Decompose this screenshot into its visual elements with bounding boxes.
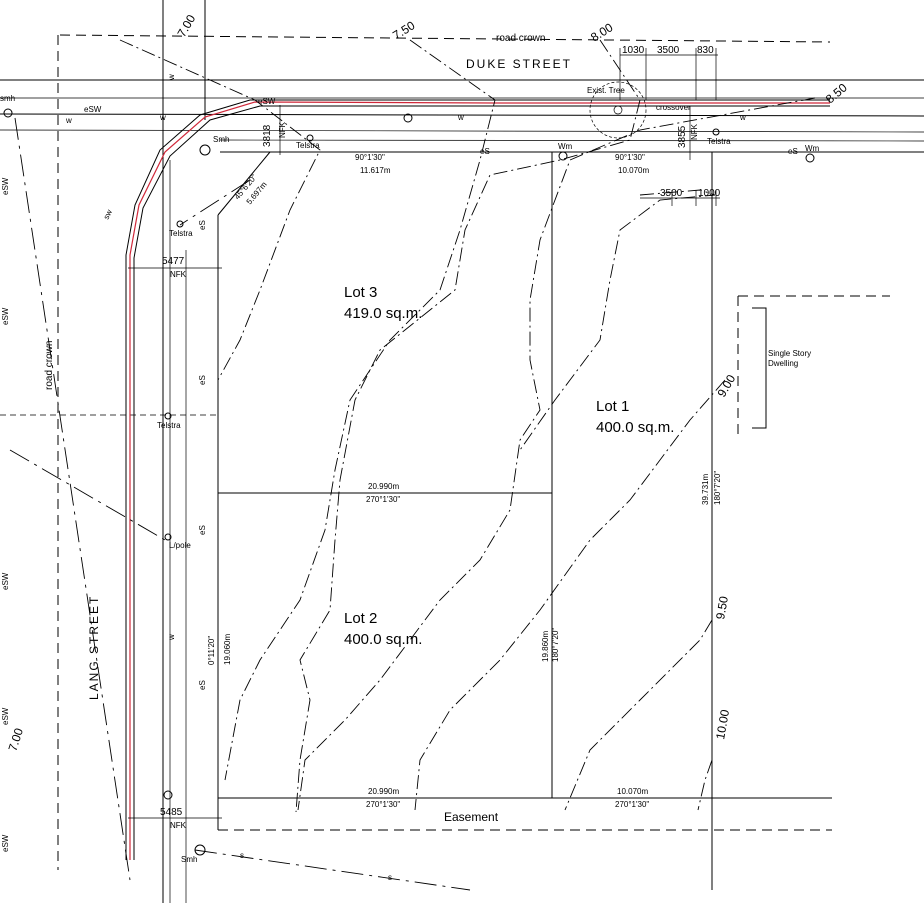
utility-code: eS (198, 525, 207, 535)
contour-label: 7.50 (390, 18, 418, 42)
dimension-label: NFK (278, 121, 287, 138)
smh-label: Smh (213, 135, 229, 144)
dimension-label: 3855 (677, 125, 688, 148)
utility-code: eSW (1, 177, 10, 195)
lot-1-name: Lot 1 (596, 398, 629, 415)
utility-code: eSW (258, 97, 276, 106)
dimension-label: 1000 (698, 188, 721, 199)
bearing-label: 10.070m (617, 787, 648, 796)
bearing-label: 11.617m (360, 166, 391, 175)
duke-street-boundaries (0, 34, 924, 153)
utility-code: eS (198, 220, 207, 230)
contour-label: 10.00 (713, 708, 732, 740)
wm-label: Wm (805, 144, 820, 153)
dimension-label: 1030 (622, 45, 645, 56)
bearing-label: 180°7'20" (713, 471, 722, 505)
smh-label: smh (0, 94, 15, 103)
utility-code: s (240, 851, 244, 860)
manholes (3, 108, 815, 856)
bearing-label: 19.860m (541, 631, 550, 662)
property-boundaries (217, 151, 832, 890)
lang-street-boundaries (0, 0, 220, 903)
dimension-label: NFK (170, 270, 187, 279)
bearing-label: 90°1'30" (615, 153, 645, 162)
utility-code: w (739, 113, 746, 122)
contour-lines (119, 39, 816, 813)
dimension-lines (128, 48, 720, 819)
lot-3-name: Lot 3 (344, 284, 377, 301)
bearing-label: 10.070m (618, 166, 649, 175)
dimension-label: 3500 (660, 188, 683, 199)
dimension-label: 3500 (657, 45, 680, 56)
utility-code: w (457, 113, 464, 122)
neighbour-dwelling-outline (737, 295, 890, 440)
road-crown-top-label: road crown (496, 33, 545, 44)
dimension-label: NFK (170, 821, 187, 830)
telstra-label: Telstra (157, 421, 181, 430)
tree-icon (589, 81, 647, 139)
dimension-label: 830 (697, 45, 714, 56)
dimension-label: 5485 (160, 807, 183, 818)
bearing-label: 0°11'20" (207, 636, 216, 665)
utility-code: eSW (1, 834, 10, 852)
bearing-label: 270°1'30" (366, 495, 400, 504)
bearing-label: 270°1'30" (615, 800, 649, 809)
utility-code: eS (198, 375, 207, 385)
utility-code: w (65, 116, 72, 125)
duke-street-label: DUKE STREET (466, 57, 572, 71)
contour-label: 8.00 (588, 20, 616, 44)
contour-label: 7.00 (6, 726, 27, 753)
contour-label: 9.00 (714, 372, 738, 400)
crossover-label: crossover (656, 103, 691, 112)
utility-code: eSW (1, 572, 10, 590)
utility-code: eS (788, 147, 798, 156)
utility-code: eSW (1, 307, 10, 325)
utility-code: eS (198, 680, 207, 690)
wm-label: Wm (558, 142, 573, 151)
dimension-label: 3818 (262, 124, 273, 147)
utility-code: eS (480, 147, 490, 156)
lot-3-area: 419.0 sq.m. (344, 305, 422, 322)
kerb-line (125, 99, 830, 860)
lot-2-name: Lot 2 (344, 610, 377, 627)
utility-code: w (167, 74, 176, 81)
telstra-label: Telstra (169, 229, 193, 238)
utility-code: w (159, 113, 166, 122)
utility-code: eSW (84, 105, 102, 114)
bearing-label: 180°7'20" (551, 628, 560, 662)
road-crown-left-label: road crown (44, 341, 55, 390)
bearing-label: 270°1'30" (366, 800, 400, 809)
bearing-label: 39.731m (701, 474, 710, 505)
bearing-label: 90°1'30" (355, 153, 385, 162)
exist-tree-label: Exist. Tree (587, 86, 625, 95)
lang-street-label: LANG STREET (87, 595, 101, 700)
telstra-label: Telstra (707, 137, 731, 146)
service-lines (9, 117, 471, 891)
lot-2-area: 400.0 sq.m. (344, 631, 422, 648)
lpole-label: L/pole (169, 541, 191, 550)
bearing-label: 20.990m (368, 482, 399, 491)
dimension-label: 5477 (162, 256, 185, 267)
utility-code: s (388, 873, 392, 882)
lot-1-area: 400.0 sq.m. (596, 419, 674, 436)
telstra-label: Telstra (296, 141, 320, 150)
contour-label: 7.00 (174, 12, 198, 40)
utility-code: w (167, 634, 176, 641)
utility-code: sw (102, 208, 114, 221)
bearing-label: 19.060m (223, 634, 232, 665)
bearing-label: 20.990m (368, 787, 399, 796)
utility-code: eSW (1, 707, 10, 725)
easement-label: Easement (444, 810, 499, 824)
contour-label: 9.50 (713, 595, 731, 621)
dimension-label: NFK (690, 123, 699, 140)
smh-label: Smh (181, 855, 197, 864)
